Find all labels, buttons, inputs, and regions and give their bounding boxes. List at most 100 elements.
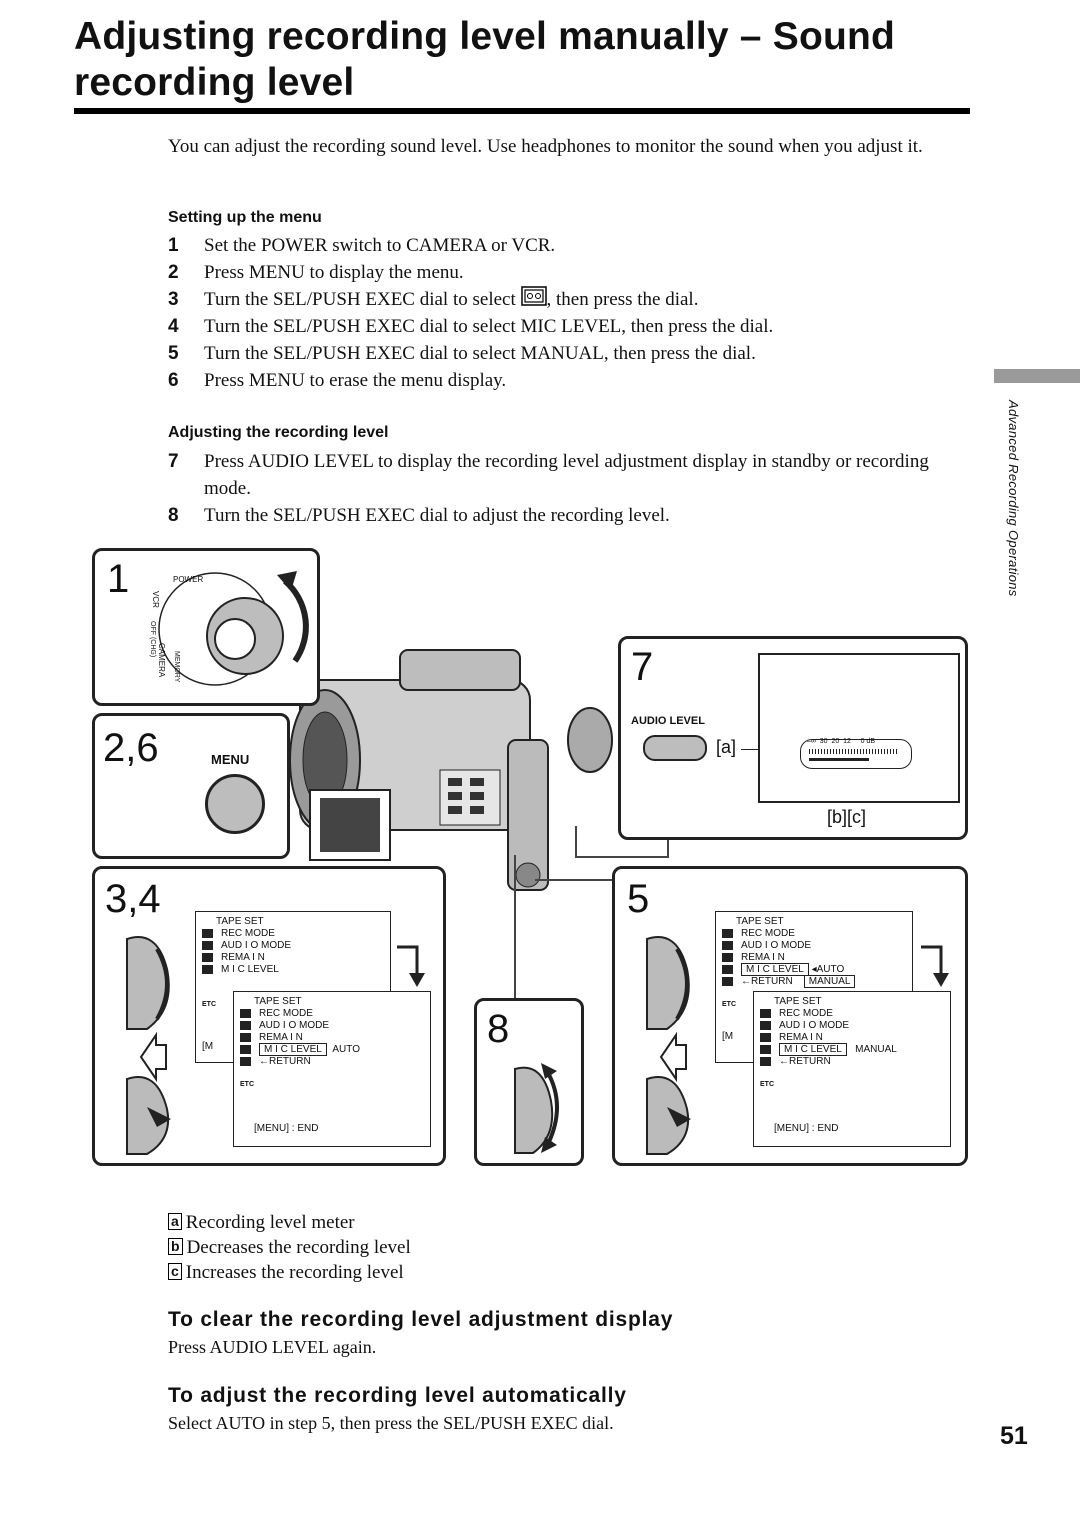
etc-icon: ETC [760, 1081, 774, 1088]
cassette-menu-icon [240, 1020, 251, 1030]
setup-heading: Setting up the menu [168, 209, 322, 226]
legend-text: Recording level meter [185, 1212, 355, 1233]
menu-item: AUD I O MODE [741, 940, 812, 951]
etc-icon: ETC [722, 1001, 736, 1008]
cm-menu-icon [760, 1044, 771, 1054]
menu-item: RETURN [269, 1056, 311, 1067]
sel-push-exec-dial [514, 1063, 559, 1154]
adjust-step: 8 Turn the SEL/PUSH EXEC dial to adjust t… [168, 502, 938, 529]
step-text-end: , then press the dial. [546, 289, 699, 310]
step-number: 2 [168, 262, 179, 283]
camcorder-illustration [289, 649, 613, 891]
menu-item: REC MODE [741, 928, 795, 939]
vcr-label: VCR [151, 591, 160, 608]
panel-number: 5 [627, 877, 650, 921]
panel-step-3-4: 3,4 TAPE SET REC MODE AUD I O MODE REMA … [92, 866, 446, 1166]
step-text: Press MENU to erase the menu display. [204, 370, 507, 391]
menu-item-selected: M I C LEVEL [779, 1043, 847, 1056]
tape-menu-icon [760, 1056, 771, 1066]
title-rule [74, 108, 970, 114]
panel-number: 7 [631, 645, 654, 689]
step-number: 3 [168, 289, 179, 310]
panel-step-8: 8 [474, 998, 584, 1166]
menu-item-selected: M I C LEVEL [259, 1043, 327, 1056]
menu-value: MANUAL [855, 1044, 897, 1055]
tape-menu-icon [240, 1056, 251, 1066]
step-text: Turn the SEL/PUSH EXEC dial to select [204, 289, 516, 310]
menu-end-hint: [MENU] : END [774, 1123, 839, 1134]
lcd-menu-icon [240, 1032, 251, 1042]
cm-menu-icon [722, 964, 733, 974]
step-text: Turn the SEL/PUSH EXEC dial to select MI… [204, 316, 774, 337]
step-text: Set the POWER switch to CAMERA or VCR. [204, 235, 556, 256]
menu-title: TAPE SET [254, 996, 302, 1007]
step-number: 5 [168, 343, 179, 364]
camera-menu-icon [722, 928, 733, 938]
audio-level-label: AUDIO LEVEL [631, 715, 705, 727]
step-number: 1 [168, 235, 179, 256]
lcd-menu-icon [722, 952, 733, 962]
lcd-menu-icon [202, 952, 213, 962]
auto-text: Select AUTO in step 5, then press the SE… [168, 1413, 614, 1433]
panel-step-7: 7 AUDIO LEVEL [a] –∞ 30 20 12 0 dB [b][c… [618, 636, 968, 840]
legend-key: c [168, 1263, 182, 1280]
menu-item: REMA I N [221, 952, 265, 963]
cassette-menu-icon [202, 940, 213, 950]
flow-arrow-icon [397, 945, 425, 987]
panel-step-5: 5 TAPE SET REC MODE AUD I O MODE REMA I … [612, 866, 968, 1166]
step-text: Press MENU to display the menu. [204, 262, 464, 283]
adjust-heading: Adjusting the recording level [168, 424, 389, 441]
legend-key: a [168, 1213, 182, 1230]
menu-screen-b: TAPE SET REC MODE AUD I O MODE REMA I N … [233, 991, 431, 1147]
sel-push-exec-dial [126, 936, 171, 1155]
power-switch-illustration [158, 571, 309, 686]
lcd-menu-icon [760, 1032, 771, 1042]
menu-option: AUTO [816, 964, 845, 975]
setup-step: 4 Turn the SEL/PUSH EXEC dial to select M… [168, 313, 948, 340]
menu-item: REC MODE [779, 1008, 833, 1019]
page-number: 51 [1000, 1422, 1028, 1450]
setup-step: 1 Set the POWER switch to CAMERA or VCR. [168, 232, 948, 259]
menu-item: AUD I O MODE [259, 1020, 330, 1031]
menu-fragment: [M [202, 1041, 214, 1052]
step-number: 8 [168, 505, 179, 526]
lcd-screen: –∞ 30 20 12 0 dB [758, 653, 960, 803]
panel-number: 8 [487, 1007, 510, 1051]
clear-heading: To clear the recording level adjustment … [168, 1308, 674, 1331]
cassette-menu-icon [760, 1020, 771, 1030]
panel-step-2-6: 2,6 MENU [92, 713, 290, 859]
menu-item: REMA I N [779, 1032, 823, 1043]
menu-item: REC MODE [259, 1008, 313, 1019]
off-label: OFF (CHG) [149, 621, 156, 658]
menu-item: RETURN [789, 1056, 831, 1067]
menu-item-selected: M I C LEVEL [741, 963, 809, 976]
step-text: Turn the SEL/PUSH EXEC dial to adjust th… [204, 505, 670, 526]
memory-label: MEMORY [173, 651, 180, 683]
callout-a: a [721, 737, 732, 757]
auto-heading: To adjust the recording level automatica… [168, 1384, 627, 1407]
meter-bars [809, 749, 899, 754]
page-title: Adjusting recording level manually – Sou… [74, 15, 896, 104]
etc-icon: ETC [202, 1001, 216, 1008]
step-number: 7 [168, 451, 179, 472]
menu-fragment: [M [722, 1031, 734, 1042]
callout-b: b [832, 807, 843, 827]
menu-option-selected: MANUAL [803, 975, 856, 988]
legend-text: Increases the recording level [185, 1262, 404, 1283]
menu-title: TAPE SET [216, 916, 264, 927]
section-label: Advanced Recording Operations [1006, 400, 1021, 597]
menu-screen-b: TAPE SET REC MODE AUD I O MODE REMA I N … [753, 991, 951, 1147]
camera-menu-icon [202, 928, 213, 938]
meter-scale: –∞ 30 20 12 0 dB [807, 738, 876, 745]
step-number: 4 [168, 316, 179, 337]
menu-title: TAPE SET [736, 916, 784, 927]
flow-arrow-icon [921, 945, 949, 987]
intro-paragraph: You can adjust the recording sound level… [168, 136, 923, 157]
